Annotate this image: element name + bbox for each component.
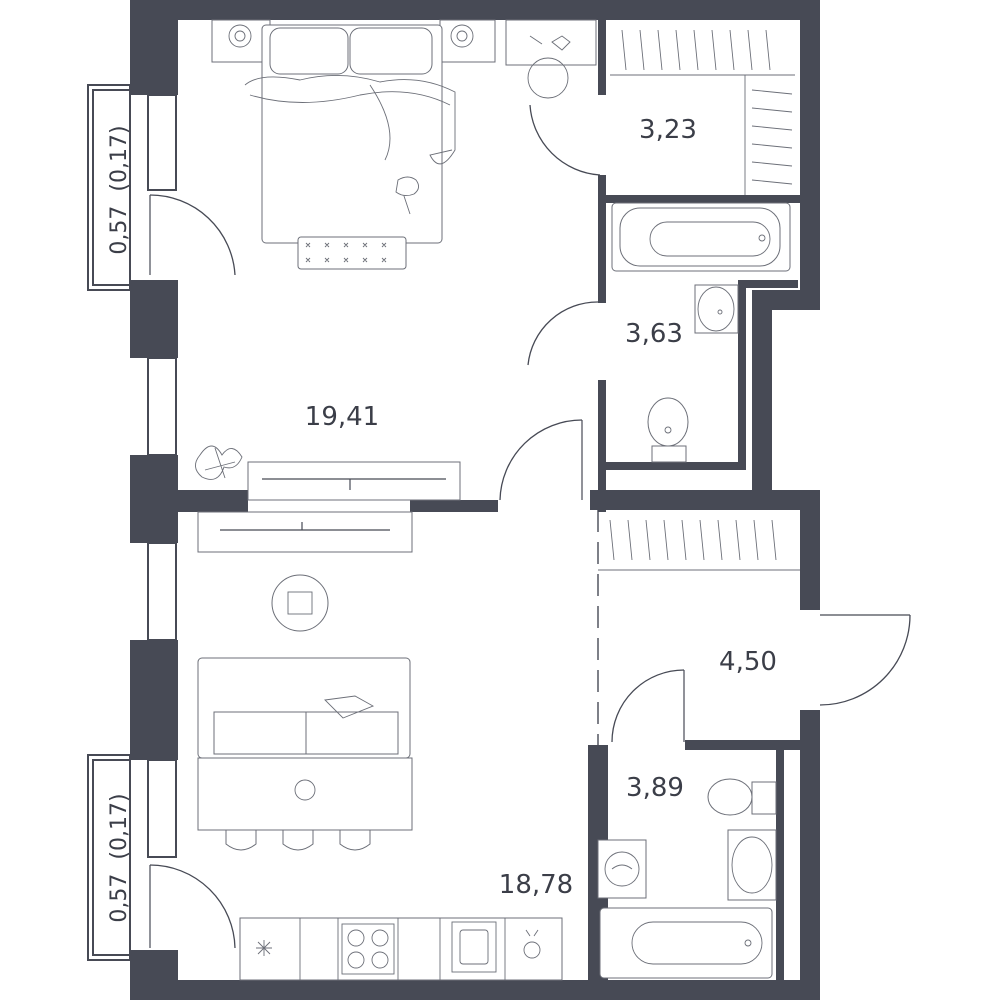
upper-bathroom-fixtures [611,202,791,463]
lower-bathroom-fixtures [597,778,777,979]
upper-balcony-label: 0,57 (0,17) [107,125,132,254]
balcony-upper [87,84,131,291]
doors [149,104,911,949]
hallway-area-label: 4,50 [719,647,777,677]
lower-balcony-label: 0,57 (0,17) [107,793,132,922]
living-furniture [197,511,563,981]
balcony-lower [87,754,131,961]
wardrobe-area-label: 3,23 [639,115,697,145]
area-labels: 19,41 3,23 3,63 4,50 3,89 18,78 0,57 (0,… [107,115,777,923]
bedroom-area-label: 19,41 [305,402,379,432]
hallway-wardrobe [598,519,800,571]
wardrobe-hatch [610,29,795,195]
upper-bathroom-area-label: 3,63 [625,319,683,349]
kitchen-living-area-label: 18,78 [499,870,573,900]
walls [130,0,820,1000]
bedroom-furniture [195,19,597,501]
lower-bathroom-area-label: 3,89 [626,773,684,803]
